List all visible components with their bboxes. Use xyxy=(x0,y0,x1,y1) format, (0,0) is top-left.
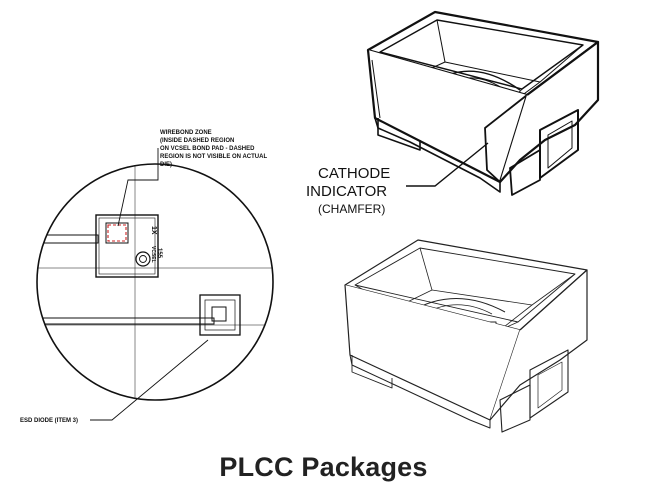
wirebond-leader xyxy=(117,148,159,227)
cathode-line-1: CATHODE xyxy=(318,165,390,182)
cathode-chamfer xyxy=(484,94,528,183)
wirebond-zone-dashed xyxy=(107,224,127,242)
page-title: PLCC Packages xyxy=(219,452,428,482)
cathode-callout: CATHODE INDICATOR (CHAMFER) xyxy=(306,165,390,216)
esd-diode-label: ESD DIODE (ITEM 3) xyxy=(20,418,78,424)
wirebond-line-1: WIREBOND ZONE xyxy=(160,130,212,136)
die-detail-view: 1X 155 VCSEL xyxy=(36,148,274,421)
die-marking-155: 155 xyxy=(156,248,162,259)
cathode-line-2: INDICATOR xyxy=(306,183,387,200)
wirebond-line-5: DIE) xyxy=(160,162,172,168)
magnifier-circle xyxy=(36,163,274,401)
wirebond-zone-note: WIREBOND ZONE (INSIDE DASHED REGION ON V… xyxy=(160,130,267,168)
cathode-leader xyxy=(406,142,489,187)
cathode-line-3: (CHAMFER) xyxy=(318,202,385,216)
vcsel-die: 1X 155 VCSEL xyxy=(95,214,162,278)
vcsel-aperture xyxy=(135,251,151,267)
wirebond-line-2: (INSIDE DASHED REGION xyxy=(160,138,234,144)
wirebond-line-3: ON VCSEL BOND PAD - DASHED xyxy=(160,146,255,152)
vcsel-bond-pad xyxy=(105,222,129,244)
plcc-package-bottom xyxy=(344,239,588,433)
plcc-package-top xyxy=(366,10,600,196)
wirebond-line-4: REGION IS NOT VISIBLE ON ACTUAL xyxy=(160,154,267,160)
die-marking-vcsel: VCSEL xyxy=(150,246,156,263)
esd-leader xyxy=(90,339,209,421)
die-marking-1x: 1X xyxy=(150,226,157,235)
esd-diode xyxy=(199,294,241,336)
